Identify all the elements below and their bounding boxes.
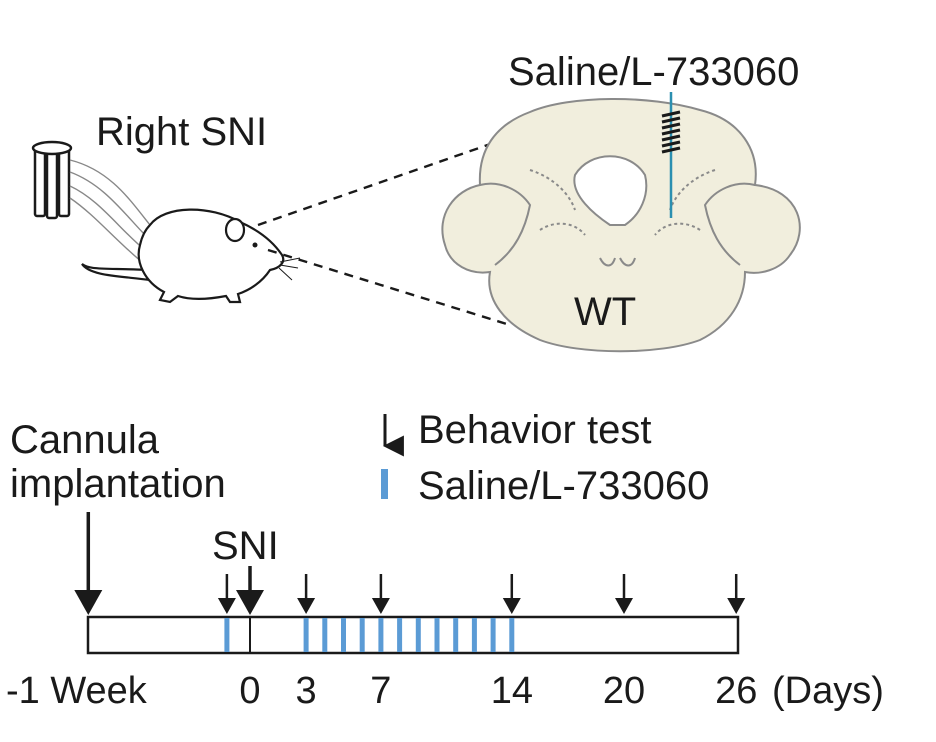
timeline-bar bbox=[86, 615, 740, 655]
event-arrow-1 bbox=[236, 566, 264, 615]
behavior-arrow-day-3 bbox=[297, 574, 316, 614]
behavior-test-arrows bbox=[217, 574, 746, 614]
legend-infusion-label: Saline/L-733060 bbox=[418, 464, 710, 508]
behavior-arrow-day--1 bbox=[217, 574, 236, 614]
brain-slice-illustration bbox=[441, 98, 801, 353]
infusion-mark-day-10 bbox=[434, 618, 440, 652]
day-label-4: 14 bbox=[490, 670, 533, 712]
day-label-5: 20 bbox=[602, 670, 646, 712]
sni-event-label: SNI bbox=[212, 524, 279, 568]
day-label-1: 0 bbox=[239, 670, 261, 712]
infusion-mark-day-9 bbox=[415, 618, 421, 652]
zoom-lines bbox=[257, 131, 523, 327]
behavior-arrow-day-7 bbox=[371, 574, 390, 614]
day-label-0: -1 Week bbox=[6, 670, 147, 712]
infusion-mark-day-3 bbox=[303, 618, 309, 652]
electrode-icon bbox=[69, 159, 151, 263]
infusion-marks bbox=[224, 618, 515, 652]
infusion-mark-day-5 bbox=[341, 618, 346, 652]
day-label-3: 7 bbox=[370, 670, 392, 712]
cannula-implantation-label-line2: implantation bbox=[10, 462, 226, 506]
event-arrow-0 bbox=[74, 512, 103, 615]
cannula-implantation-label-line1: Cannula bbox=[10, 418, 160, 462]
mouse-illustration bbox=[81, 208, 301, 304]
infusion-mark-day-7 bbox=[378, 618, 384, 652]
behavior-arrow-day-20 bbox=[615, 574, 633, 614]
behavior-arrow-day-26 bbox=[727, 574, 746, 614]
surgery-label: Right SNI bbox=[96, 110, 268, 154]
cannula-track bbox=[661, 92, 681, 218]
infusion-mark-day--1 bbox=[224, 618, 230, 652]
infusion-mark-day-13 bbox=[490, 618, 496, 652]
day-label-2: 3 bbox=[295, 670, 317, 712]
cannula-icon bbox=[31, 140, 73, 220]
infusion-mark-day-6 bbox=[359, 618, 365, 652]
day-label-6: 26 bbox=[715, 670, 758, 712]
blue-bar-icon bbox=[381, 469, 388, 499]
infusion-mark-day-8 bbox=[397, 618, 403, 652]
event-arrows bbox=[74, 512, 264, 615]
infusion-mark-day-14 bbox=[509, 618, 515, 652]
infusion-mark-day-11 bbox=[453, 618, 459, 652]
behavior-arrow-day-14 bbox=[502, 574, 521, 614]
brain-genotype-label: WT bbox=[574, 290, 637, 334]
infusion-mark-day-12 bbox=[471, 618, 477, 652]
legend-behavior-label: Behavior test bbox=[418, 408, 652, 452]
days-unit-label: (Days) bbox=[772, 670, 884, 712]
injection-label: Saline/L-733060 bbox=[508, 50, 800, 94]
infusion-mark-day-4 bbox=[322, 618, 328, 652]
